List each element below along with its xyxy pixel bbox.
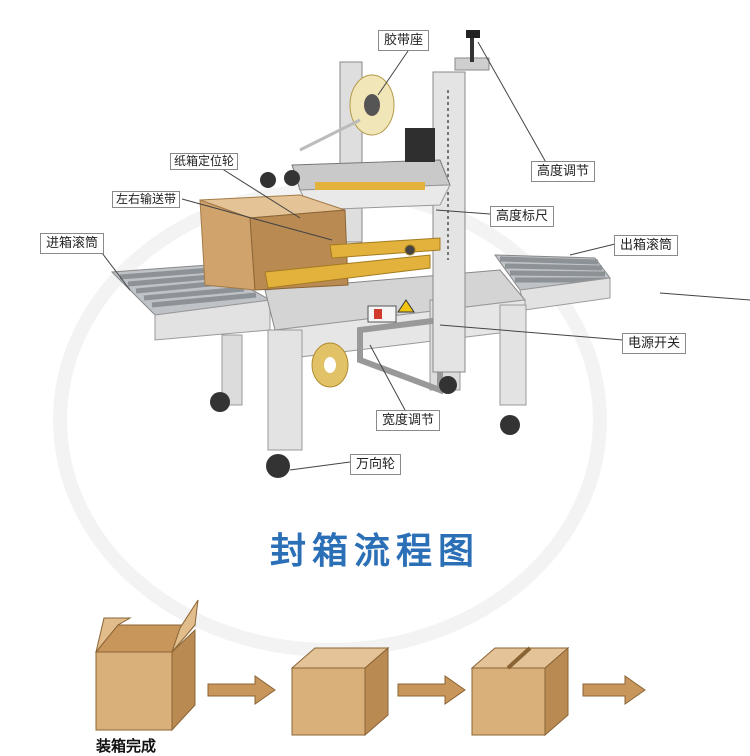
side-belts xyxy=(264,237,441,289)
label-infeed-rollers: 进箱滚筒 xyxy=(40,233,105,254)
flow-step1-caption: 装箱完成 xyxy=(96,737,157,755)
label-side-belts: 左右输送带 xyxy=(112,191,181,208)
flow-title: 封箱流程图 xyxy=(269,531,480,572)
label-height-adjust: 高度调节 xyxy=(531,161,596,182)
label-power-switch: 电源开关 xyxy=(622,333,687,354)
flow-carton-top-sealed xyxy=(290,646,390,737)
label-height-scale: 高度标尺 xyxy=(490,206,555,227)
label-caster: 万向轮 xyxy=(350,454,402,475)
label-carton-guide-wheel: 纸箱定位轮 xyxy=(170,153,239,170)
label-width-adjust: 宽度调节 xyxy=(376,410,441,431)
machine-body xyxy=(221,269,527,451)
flow-carton-fully-sealed xyxy=(470,646,570,737)
caster-wheels xyxy=(210,376,520,478)
label-outfeed-rollers: 出箱滚筒 xyxy=(614,235,679,256)
flow-arrow-1 xyxy=(207,675,276,705)
upper-frame xyxy=(260,30,490,373)
leader-lines xyxy=(95,41,750,471)
flow-arrow-2 xyxy=(397,675,466,705)
flow-arrow-3 xyxy=(582,675,646,705)
label-tape-holder: 胶带座 xyxy=(378,30,430,51)
outfeed-roller-conveyor xyxy=(494,254,611,311)
flow-carton-open xyxy=(94,599,199,732)
